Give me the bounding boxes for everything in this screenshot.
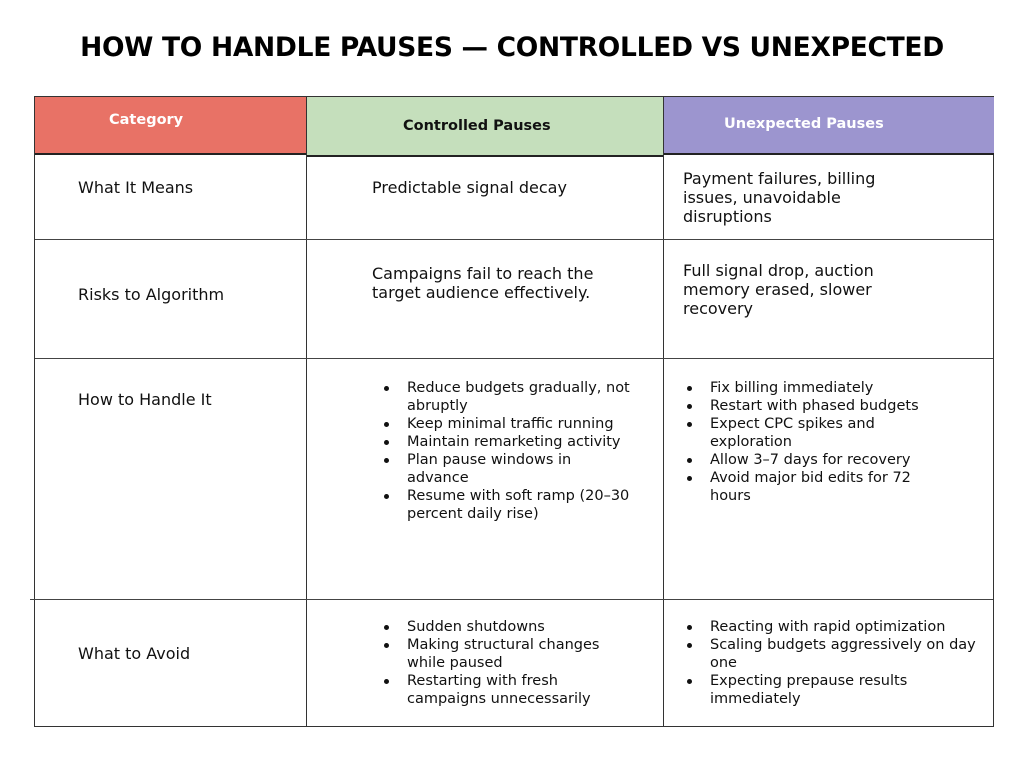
list-item: Scaling budgets aggressively on day one bbox=[683, 636, 983, 672]
unexpected-what-it-means: Payment failures, billing issues, unavoi… bbox=[683, 169, 876, 226]
list-item: Expect CPC spikes and exploration bbox=[683, 415, 955, 451]
list-item: Sudden shutdowns bbox=[380, 618, 630, 636]
unexpected-avoid-list: Reacting with rapid optimization Scaling… bbox=[683, 618, 983, 708]
list-item: Avoid major bid edits for 72 hours bbox=[683, 469, 955, 505]
controlled-risks-to-algorithm: Campaigns fail to reach the target audie… bbox=[372, 264, 594, 302]
list-item: Maintain remarketing activity bbox=[380, 433, 630, 451]
row-category-risks-to-algorithm: Risks to Algorithm bbox=[78, 285, 225, 304]
list-item: Reduce budgets gradually, not abruptly bbox=[380, 379, 630, 415]
list-item: Allow 3–7 days for recovery bbox=[683, 451, 955, 469]
list-item: Reacting with rapid optimization bbox=[683, 618, 983, 636]
list-item: Plan pause windows in advance bbox=[380, 451, 630, 487]
row-category-how-to-handle-it: How to Handle It bbox=[78, 390, 212, 409]
row-divider bbox=[35, 358, 993, 359]
row-category-what-to-avoid: What to Avoid bbox=[78, 644, 191, 663]
header-category: Category bbox=[35, 97, 307, 155]
header-controlled: Controlled Pauses bbox=[307, 97, 664, 157]
row-category-what-it-means: What It Means bbox=[78, 178, 194, 197]
list-item: Resume with soft ramp (20–30 percent dai… bbox=[380, 487, 630, 523]
header-controlled-label: Controlled Pauses bbox=[403, 118, 551, 134]
header-unexpected-label: Unexpected Pauses bbox=[724, 116, 884, 132]
column-divider bbox=[663, 97, 664, 726]
comparison-table: Category Controlled Pauses Unexpected Pa… bbox=[34, 96, 994, 727]
page-title: HOW TO HANDLE PAUSES — CONTROLLED VS UNE… bbox=[80, 32, 944, 63]
column-divider bbox=[306, 97, 307, 726]
divider-tick bbox=[30, 599, 36, 600]
header-category-label: Category bbox=[109, 112, 184, 128]
list-item: Expecting prepause results immediately bbox=[683, 672, 983, 708]
list-item: Fix billing immediately bbox=[683, 379, 955, 397]
controlled-avoid-list: Sudden shutdowns Making structural chang… bbox=[380, 618, 630, 708]
unexpected-handle-list: Fix billing immediately Restart with pha… bbox=[683, 379, 955, 505]
row-divider bbox=[35, 599, 993, 600]
unexpected-risks-to-algorithm: Full signal drop, auction memory erased,… bbox=[683, 261, 874, 318]
list-item: Making structural changes while paused bbox=[380, 636, 630, 672]
list-item: Keep minimal traffic running bbox=[380, 415, 630, 433]
controlled-handle-list: Reduce budgets gradually, not abruptly K… bbox=[380, 379, 630, 523]
header-unexpected: Unexpected Pauses bbox=[664, 97, 994, 155]
controlled-what-it-means: Predictable signal decay bbox=[372, 178, 567, 197]
list-item: Restart with phased budgets bbox=[683, 397, 955, 415]
row-divider bbox=[35, 239, 993, 240]
list-item: Restarting with fresh campaigns unnecess… bbox=[380, 672, 630, 708]
